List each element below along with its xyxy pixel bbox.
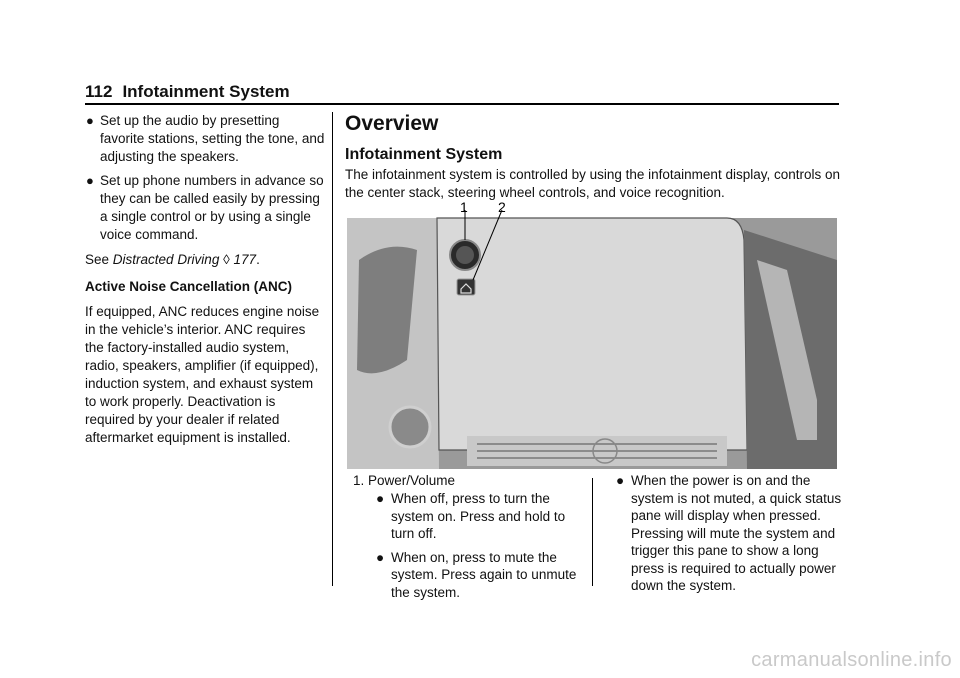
- bullet-icon: ●: [376, 549, 385, 565]
- bullet-icon: ●: [86, 173, 94, 188]
- callout-col-2: ● When the power is on and the system is…: [615, 472, 843, 601]
- anc-text: If equipped, ANC reduces engine noise in…: [85, 304, 320, 445]
- bullet-icon: ●: [616, 473, 625, 488]
- subsection-title: Infotainment System: [345, 146, 503, 163]
- list-item: ● When on, press to mute the system. Pre…: [375, 549, 591, 602]
- page-header: 112 Infotainment System: [85, 82, 839, 102]
- callout-label-2: 2: [498, 200, 506, 215]
- see-prefix: See: [85, 252, 110, 267]
- page-number: 112: [85, 82, 113, 101]
- see-link[interactable]: Distracted Driving: [112, 252, 220, 267]
- display-screen: [436, 217, 748, 451]
- header-rule: [85, 103, 839, 105]
- column-divider: [332, 112, 333, 586]
- callout-label-1: 1: [460, 200, 468, 215]
- right-handle: [757, 260, 817, 440]
- infotainment-illustration: 1 2: [347, 199, 837, 469]
- list-item: ● Set up phone numbers in advance so the…: [85, 172, 325, 244]
- list-item: ● When the power is on and the system is…: [615, 472, 843, 595]
- section-title: Overview: [345, 112, 439, 135]
- bullet-text: Set up phone numbers in advance so they …: [100, 173, 324, 242]
- bullet-text: Set up the audio by presetting favorite …: [100, 113, 325, 164]
- bullet-icon: ●: [376, 491, 385, 506]
- power-knob-center: [456, 246, 474, 264]
- page-ref-icon: ◊: [223, 252, 230, 267]
- callout-divider: [592, 478, 593, 586]
- see-reference: See Distracted Driving ◊ 177.: [85, 251, 325, 269]
- page-title: Infotainment System: [122, 82, 290, 101]
- see-suffix: .: [256, 252, 260, 267]
- callout-line-2: [472, 209, 503, 281]
- bullet-text: When the power is on and the system is n…: [631, 473, 842, 593]
- vent-emblem: [592, 438, 618, 464]
- watermark: carmanualsonline.info: [751, 649, 952, 671]
- left-column: ● Set up the audio by presetting favorit…: [85, 110, 325, 454]
- left-vent: [357, 246, 417, 374]
- bullet-text: When off, press to turn the system on. P…: [391, 491, 566, 541]
- intro-text: The infotainment system is controlled by…: [345, 167, 841, 200]
- right-column: Overview Infotainment System The infotai…: [345, 112, 845, 202]
- list-item: ● Set up the audio by presetting favorit…: [85, 112, 325, 166]
- bullet-text: When on, press to mute the system. Press…: [391, 549, 577, 600]
- infotainment-figure: 1 2: [347, 199, 837, 469]
- lower-knob-icon: [388, 405, 432, 449]
- home-glyph-icon: [460, 283, 472, 294]
- anc-heading: Active Noise Cancellation (ANC): [85, 279, 293, 294]
- callout-col-1: ● When off, press to turn the system on.…: [375, 490, 591, 607]
- bullet-icon: ●: [86, 113, 94, 128]
- see-page[interactable]: 177: [233, 252, 257, 267]
- callout-item-1-label: 1. Power/Volume: [353, 473, 456, 488]
- list-item: ● When off, press to turn the system on.…: [375, 490, 591, 543]
